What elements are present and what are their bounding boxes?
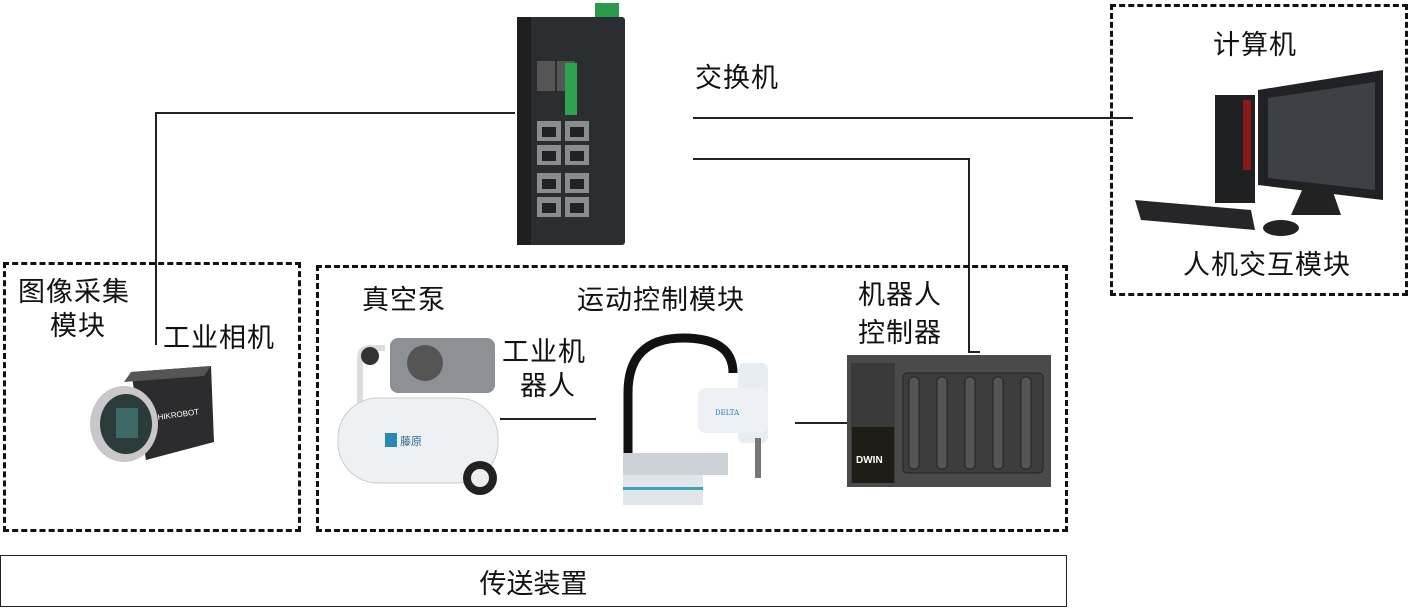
scara-robot-image: DELTA [623, 333, 768, 505]
controller-label-line2: 控制器 [858, 318, 942, 349]
link-robot-controller [795, 422, 847, 424]
hmi-module-label: 人机交互模块 [1183, 250, 1351, 281]
conveyor-label: 传送装置 [479, 568, 588, 600]
computer-image [1135, 70, 1383, 236]
link-pump-robot [500, 418, 596, 420]
link-switch-controller-v [968, 158, 970, 352]
image-module-label-line2: 模块 [50, 311, 106, 342]
vacuum-pump-label: 真空泵 [362, 285, 446, 316]
computer-module-box [1110, 4, 1408, 296]
switch-label: 交换机 [695, 63, 779, 94]
computer-label: 计算机 [1213, 30, 1297, 61]
image-module-box [3, 262, 301, 532]
motion-module-box [316, 265, 1068, 532]
robot-label-line1: 工业机 [502, 337, 586, 368]
link-switch-computer [693, 117, 1133, 119]
network-switch-image [517, 3, 625, 245]
link-switch-controller-h [693, 158, 968, 160]
robot-label-line2: 器人 [520, 371, 576, 402]
robot-brand-logo: DELTA [715, 409, 740, 417]
controller-label-line1: 机器人 [858, 280, 942, 311]
vacuum-pump-image: 藤原 [337, 338, 499, 495]
link-switch-camera-v [155, 112, 157, 345]
conveyor-box: 传送装置 [0, 555, 1067, 607]
link-switch-controller-end [968, 351, 980, 353]
image-module-label-line1: 图像采集 [18, 277, 130, 308]
motion-module-label: 运动控制模块 [577, 285, 745, 316]
industrial-camera-label: 工业相机 [163, 323, 275, 354]
controller-brand-logo: DWIN [856, 455, 883, 466]
pump-brand-logo: 藤原 [400, 435, 422, 448]
industrial-camera-image: HIKROBOT [90, 366, 214, 462]
robot-controller-image: DWIN [847, 355, 1051, 487]
link-switch-camera-h [155, 112, 515, 114]
